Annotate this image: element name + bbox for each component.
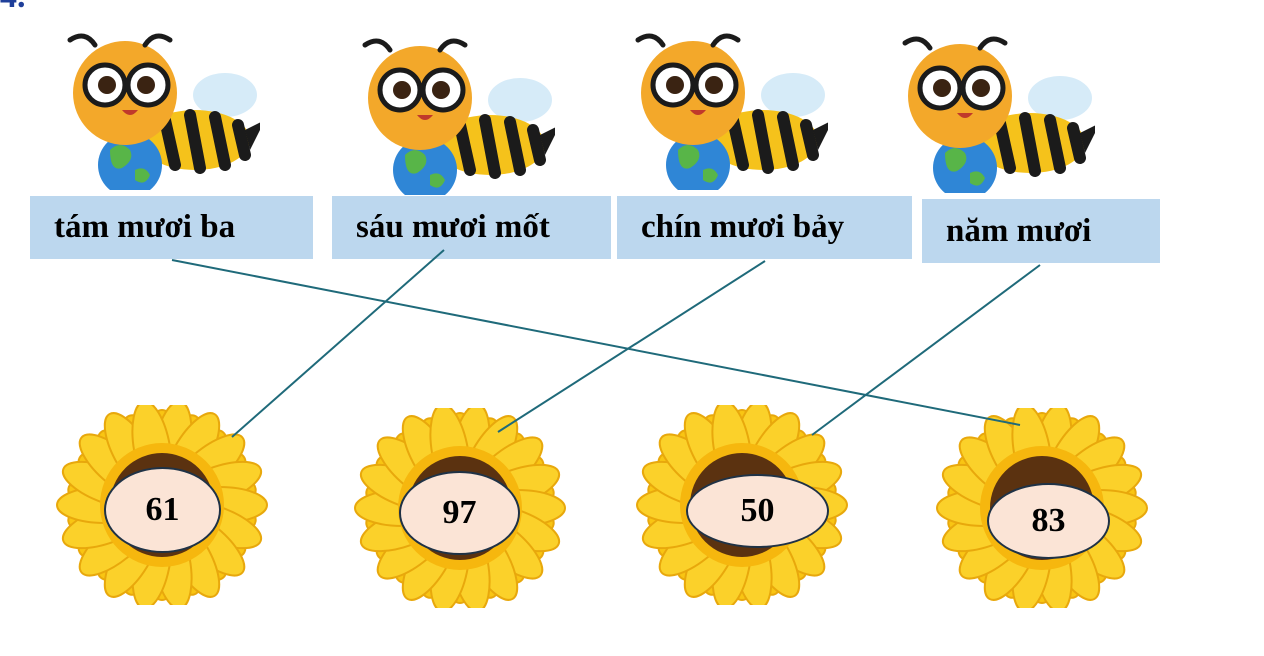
number-oval-4[interactable]: 83 xyxy=(987,483,1110,559)
number-oval-2[interactable]: 97 xyxy=(399,471,520,555)
label-text-3: chín mươi bảy xyxy=(641,209,845,245)
label-text-1: tám mươi ba xyxy=(54,209,236,245)
bee-icon-1 xyxy=(67,33,260,190)
bee-icon-2 xyxy=(362,38,555,195)
bee-icon-4 xyxy=(902,36,1095,193)
number-oval-3[interactable]: 50 xyxy=(686,474,829,548)
label-text-2: sáu mươi mốt xyxy=(356,209,550,245)
label-text-4: năm mươi xyxy=(946,212,1092,249)
connector-line-1 xyxy=(171,259,1021,426)
number-text-4: 83 xyxy=(1031,502,1066,539)
number-text-1: 61 xyxy=(145,491,180,528)
label-box-4[interactable]: năm mươi xyxy=(922,199,1160,263)
number-text-2: 97 xyxy=(442,494,477,531)
bee-icon-3 xyxy=(635,33,828,190)
number-oval-1[interactable]: 61 xyxy=(104,467,221,553)
label-box-2[interactable]: sáu mươi mốt xyxy=(332,196,611,259)
label-box-1[interactable]: tám mươi ba xyxy=(30,196,313,259)
label-box-3[interactable]: chín mươi bảy xyxy=(617,196,912,259)
number-text-3: 50 xyxy=(740,492,775,529)
exercise-number: 4. xyxy=(0,0,26,16)
